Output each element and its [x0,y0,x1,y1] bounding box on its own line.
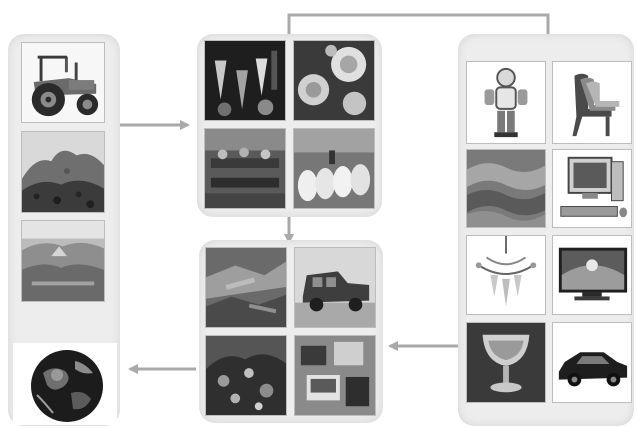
rusty-car-tile [294,247,376,328]
scrap-pile-icon [206,248,286,327]
earth-tile [13,343,117,425]
flat-tv-icon [553,236,631,314]
trash-heap-icon [206,336,286,415]
rusty-car-icon [295,248,375,327]
glass-production-tile [204,40,286,121]
robot-icon [467,62,545,143]
ore-pile-icon [22,132,104,212]
sedan-car-icon [553,323,631,402]
fabric-bolts-tile [466,149,546,228]
ore-pile-tile [21,131,105,213]
globe-icon [13,343,117,425]
tv-tile [552,235,632,315]
fabric-bolts-icon [467,150,545,227]
chandelier-icon [467,236,545,314]
paper-rolls-tile [293,128,375,209]
tractor-tile [21,42,105,123]
lace-fabric-icon [294,41,374,120]
goblet-tile [466,322,546,403]
factory-workers-tile [204,128,286,209]
chandelier-tile [466,235,546,315]
crystal-goblet-icon [467,323,545,402]
e-waste-icon [295,336,375,415]
mine-site-icon [22,221,104,301]
scrap-pile-tile [205,247,287,328]
tractor-icon [22,43,104,122]
trash-heap-tile [205,335,287,416]
stacked-chairs-icon [553,62,631,143]
chairs-tile [552,61,632,144]
mine-site-tile [21,220,105,302]
glass-production-icon [205,41,285,120]
lace-fabric-tile [293,40,375,121]
car-tile [552,322,632,403]
paper-rolls-icon [294,129,374,208]
factory-workers-icon [205,129,285,208]
robot-tile [466,61,546,144]
computer-tile [552,149,632,228]
e-waste-tile [294,335,376,416]
desktop-computer-icon [553,150,631,227]
